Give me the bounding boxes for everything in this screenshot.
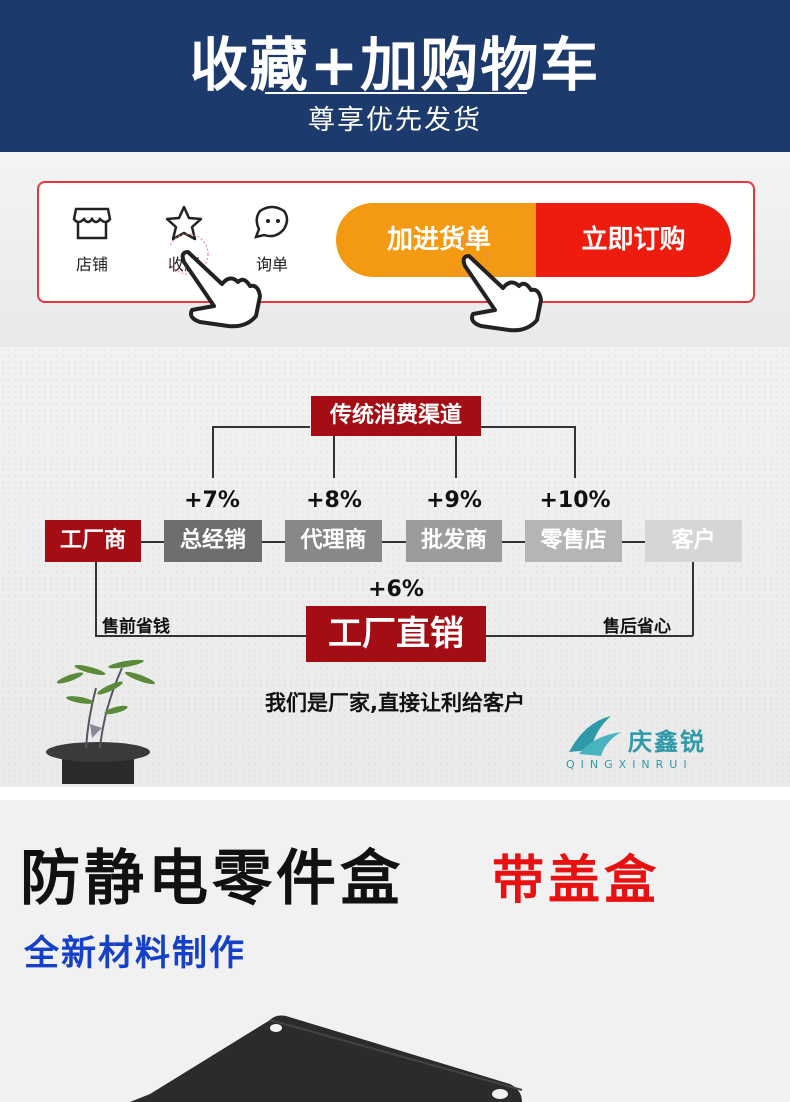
inquire-label: 询单	[255, 255, 288, 274]
hand-pointer-icon-2	[453, 240, 543, 333]
product-subtitle: 带盖盒	[492, 851, 661, 911]
right-note: 售后省心	[603, 617, 671, 637]
banner-subtitle: 尊享优先发货	[308, 105, 482, 136]
banner-title: 收藏+加购物车	[189, 31, 601, 99]
add-to-cart-button[interactable]: 加进货单	[336, 203, 542, 277]
product-lid-image	[130, 1015, 523, 1102]
markup-wholesaler: +9%	[426, 488, 482, 513]
bonsai-plant-image	[46, 659, 156, 784]
store-icon	[72, 207, 112, 240]
buy-now-button[interactable]: 立即订购	[536, 203, 731, 277]
brand-logo-icon	[569, 716, 621, 756]
markup-agent: +8%	[306, 488, 362, 513]
banner-divider	[265, 92, 527, 94]
node-retailer: 零售店	[525, 520, 622, 562]
header-banner	[0, 0, 790, 152]
product-tagline: 全新材料制作	[24, 934, 247, 974]
brand-english: QINGXINRUI	[566, 758, 693, 771]
chat-icon	[253, 205, 289, 239]
inquire-button[interactable]: 询单	[237, 205, 307, 275]
markup-direct: +6%	[368, 577, 424, 602]
slogan: 我们是厂家,直接让利给客户	[265, 691, 525, 715]
node-factory: 工厂商	[45, 520, 141, 562]
node-agent: 代理商	[285, 520, 382, 562]
store-button[interactable]: 店铺	[57, 205, 127, 275]
star-icon	[165, 205, 203, 241]
traditional-channel-label: 传统消费渠道	[311, 396, 481, 436]
markup-retailer: +10%	[539, 488, 611, 513]
markup-distributor: +7%	[184, 488, 240, 513]
brand-name: 庆鑫锐	[628, 728, 706, 756]
node-distributor: 总经销	[164, 520, 262, 562]
product-title: 防静电零件盒	[20, 844, 404, 914]
left-note: 售前省钱	[102, 617, 170, 637]
node-customer: 客户	[645, 520, 742, 562]
hand-pointer-icon	[170, 233, 262, 329]
factory-direct-label: 工厂直销	[306, 606, 486, 662]
store-label: 店铺	[75, 255, 108, 274]
node-wholesaler: 批发商	[406, 520, 502, 562]
